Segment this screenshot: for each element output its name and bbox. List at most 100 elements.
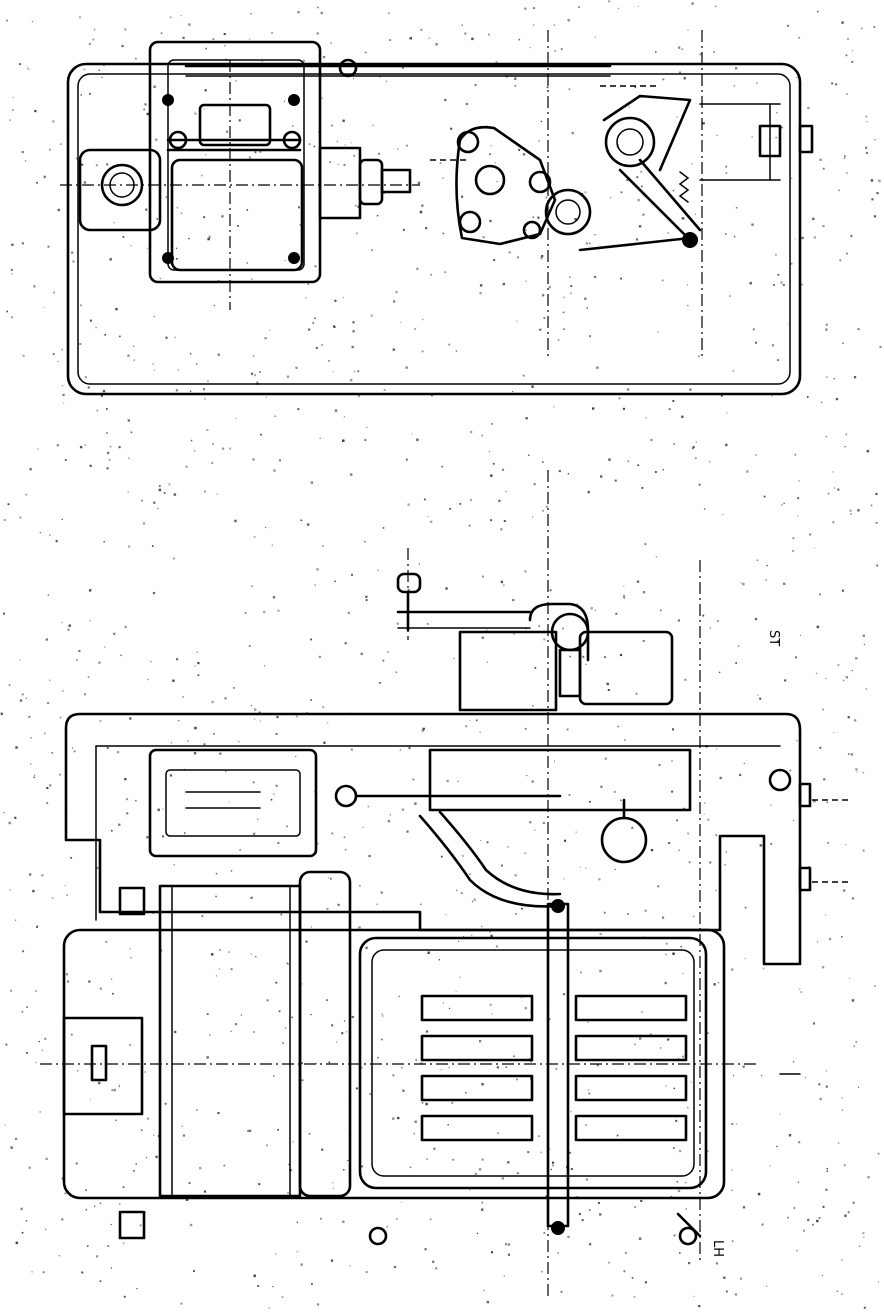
speckle xyxy=(508,1243,510,1246)
speckle xyxy=(603,911,606,914)
speckle xyxy=(145,208,148,211)
speckle xyxy=(379,76,381,78)
speckle xyxy=(301,1079,304,1082)
speckle xyxy=(25,697,27,699)
speckle xyxy=(414,1120,417,1123)
speckle xyxy=(729,295,731,297)
speckle xyxy=(5,1043,8,1046)
speckle xyxy=(343,1169,345,1171)
speckle xyxy=(96,866,99,870)
speckle xyxy=(173,493,177,496)
bolt-4 xyxy=(288,252,300,264)
tank-frame xyxy=(358,936,708,1190)
speckle xyxy=(600,475,603,478)
speckle xyxy=(751,136,753,138)
speckle xyxy=(854,719,857,722)
speckle xyxy=(680,945,682,948)
speckle xyxy=(673,1087,675,1090)
speckle xyxy=(174,1030,177,1034)
speckle xyxy=(628,106,630,108)
speckle xyxy=(118,1085,120,1087)
left-boss xyxy=(78,148,162,232)
speckle xyxy=(95,326,97,329)
speckle xyxy=(548,286,551,289)
speckle xyxy=(395,671,398,673)
speckle xyxy=(514,77,517,80)
speckle xyxy=(310,1013,312,1016)
speckle xyxy=(570,1111,572,1113)
speckle xyxy=(585,1124,587,1126)
speckle xyxy=(738,645,740,647)
speckle xyxy=(207,380,209,382)
speckle xyxy=(825,1085,828,1088)
speckle xyxy=(777,359,780,362)
speckle xyxy=(594,234,596,236)
speckle xyxy=(759,697,762,700)
speckle xyxy=(169,16,172,19)
speckle xyxy=(300,1263,303,1266)
speckle xyxy=(109,258,112,261)
speckle xyxy=(723,1276,726,1279)
speckle xyxy=(376,214,379,217)
speckle xyxy=(11,273,13,275)
speckle xyxy=(193,450,196,452)
speckle xyxy=(230,1030,232,1032)
speckle xyxy=(588,1209,591,1211)
speckle xyxy=(9,119,11,121)
speckle xyxy=(215,872,218,875)
speckle xyxy=(197,674,200,677)
speckle xyxy=(762,967,765,970)
speckle xyxy=(783,582,786,585)
speckle xyxy=(52,120,55,123)
speckle xyxy=(332,1182,334,1184)
speckle xyxy=(849,977,851,979)
shaft-tip xyxy=(380,168,412,194)
speckle xyxy=(691,2,694,5)
speckle xyxy=(3,519,6,521)
speckle xyxy=(486,841,489,844)
speckle xyxy=(687,284,689,286)
speckle xyxy=(644,909,647,912)
speckle xyxy=(381,1038,383,1041)
speckle xyxy=(489,153,491,156)
speckle xyxy=(689,388,692,391)
speckle xyxy=(49,784,52,787)
speckle xyxy=(26,1006,28,1008)
speckle xyxy=(676,1181,679,1183)
speckle xyxy=(268,1307,270,1309)
speckle xyxy=(419,210,423,214)
speckle xyxy=(323,741,326,744)
speckle xyxy=(407,503,410,506)
speckle xyxy=(316,32,319,35)
speckle xyxy=(752,328,755,331)
speckle xyxy=(799,988,801,990)
speckle xyxy=(105,408,108,410)
speckle xyxy=(208,235,211,238)
speckle xyxy=(185,465,188,468)
speckle xyxy=(662,78,665,81)
speckle xyxy=(756,559,759,562)
speckle xyxy=(30,763,32,765)
speckle xyxy=(452,1158,455,1161)
speckle xyxy=(641,185,643,188)
speckle xyxy=(239,849,241,851)
valve-stem xyxy=(558,648,582,698)
speckle xyxy=(673,1147,675,1149)
speckle xyxy=(261,60,263,62)
valve-block xyxy=(428,748,692,812)
speckle xyxy=(409,1166,412,1169)
speckle xyxy=(521,997,523,999)
speckle xyxy=(725,443,728,447)
speckle xyxy=(190,390,192,392)
speckle xyxy=(479,292,482,295)
speckle xyxy=(704,802,706,804)
speckle xyxy=(490,519,493,522)
speckle xyxy=(819,593,821,596)
speckle xyxy=(837,664,840,667)
speckle xyxy=(847,753,850,755)
speckle xyxy=(361,1067,363,1069)
speckle xyxy=(89,464,92,467)
speckle xyxy=(678,71,682,74)
speckle xyxy=(196,1109,198,1111)
